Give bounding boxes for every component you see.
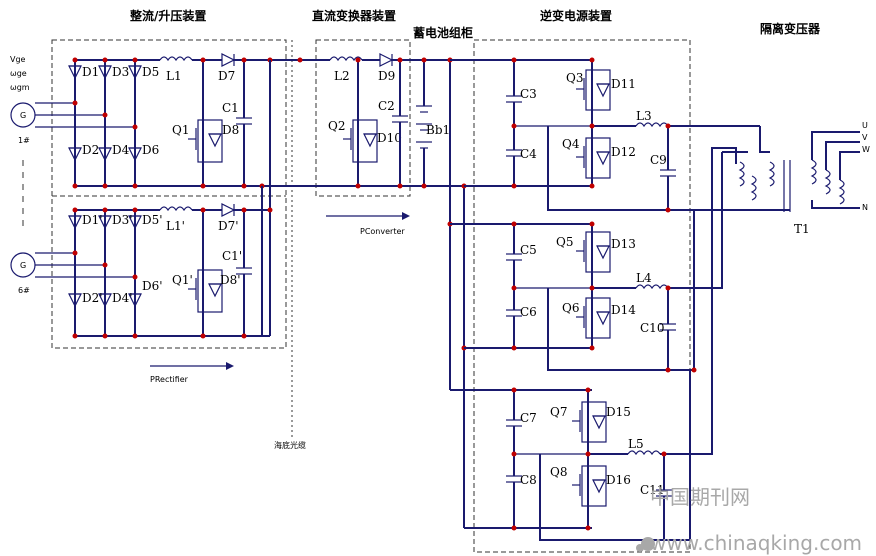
label-d15: D15 [606,405,631,419]
label-c11: C11 [640,483,664,497]
watermark-line2: www.chinaqking.com [650,531,862,555]
label-v: V [862,133,868,142]
label-d3: D3 [112,65,129,79]
label-c7: C7 [520,411,537,425]
isolation-transformer: T1 U V W N [711,121,870,236]
gen6-tag: 6# [18,286,30,295]
flow-arrowhead-converter [402,212,410,220]
label-d14: D14 [611,303,636,317]
rectifier-top: D1 D3 D5 D2 D4 D6 L1 D7 Q1 D8 C1 [68,53,300,189]
label-l3: L3 [636,109,652,123]
fiber-cable-label: 海底光缆 [274,440,306,450]
flow-arrowhead-rectifier [226,362,234,370]
gen-label-wge: ωge [10,69,27,78]
label-c5: C5 [520,243,537,257]
label-q6: Q6 [562,301,579,315]
watermark-line1: 中国期刊网 [650,485,750,509]
label-d2: D2 [82,143,99,157]
flow-label-rectifier: PRectifier [150,375,189,384]
label-q2: Q2 [328,119,345,133]
label-l4: L4 [636,271,652,285]
inverter-leg-3: C7 C8 Q7 D15 Q8 D16 L5 C11 [450,152,713,541]
label-c4: C4 [520,147,537,161]
label-d11: D11 [611,77,636,91]
label-l1p: L1' [166,219,185,233]
label-d16: D16 [606,473,631,487]
label-d2p: D2' [82,291,103,305]
label-d10: D10 [377,131,402,145]
label-d7p: D7' [218,219,239,233]
label-d9: D9 [378,69,395,83]
label-q7: Q7 [550,405,567,419]
label-d12: D12 [611,145,636,159]
battery-bank: Bb1 [416,57,450,189]
gen1-tag: 1# [18,136,30,145]
flow-label-converter: PConverter [360,227,405,236]
label-q5: Q5 [556,235,573,249]
label-d13: D13 [611,237,636,251]
inverter-leg-2: C5 C6 Q5 D13 Q6 D14 L4 C10 [450,152,723,373]
label-l2: L2 [334,69,350,83]
label-d3p: D3' [112,213,133,227]
generator-1: G 1# [10,102,135,145]
label-c10: C10 [640,321,664,335]
label-d4: D4 [112,143,130,157]
label-q1p: Q1' [172,273,193,287]
dc-converter-header: 直流变换器装置 [312,8,396,23]
label-c3: C3 [520,87,537,101]
label-bb1: Bb1 [426,123,450,137]
battery-header: 蓄电池组柜 [413,25,473,40]
label-d5p: D5' [142,213,163,227]
label-l1: L1 [166,69,182,83]
inverter-leg-1: C3 C4 Q3 D11 Q4 D12 L3 C9 [450,57,760,213]
label-c6: C6 [520,305,537,319]
label-c1p: C1' [222,249,242,263]
gen-label-vge: Vge [10,55,26,64]
transformer-header: 隔离变压器 [760,21,821,36]
label-d1p: D1' [82,213,103,227]
rectifier-bottom: D1' D3' D5' D2' D4' D6' L1' D7' Q1' D8' … [68,60,273,339]
gen1-symbol: G [20,111,26,120]
label-d4p: D4' [112,291,133,305]
label-d8: D8 [222,123,239,137]
label-c1: C1 [222,101,239,115]
label-n: N [862,203,868,212]
label-w: W [862,145,870,154]
inverter-frame [473,39,691,553]
label-c2: C2 [378,99,395,113]
rectifier-frame [51,39,287,349]
converter-frame [315,39,411,197]
label-q1: Q1 [172,123,189,137]
label-c9: C9 [650,153,667,167]
gen-label-wgm: ωgm [10,83,30,92]
inverter-header: 逆变电源装置 [540,8,612,23]
label-d6: D6 [142,143,159,157]
label-q3: Q3 [566,71,583,85]
label-q4: Q4 [562,137,580,151]
label-q8: Q8 [550,465,567,479]
gen6-symbol: G [20,261,26,270]
generator-6: G 6# [10,252,135,295]
label-t1: T1 [794,222,810,236]
dc-bus [447,57,467,528]
label-d6p: D6' [142,279,163,293]
label-d1: D1 [82,65,99,79]
rectifier-header: 整流/升压装置 [129,8,206,23]
label-d8p: D8' [220,273,241,287]
watermark-logo [636,537,655,552]
label-c8: C8 [520,473,537,487]
dc-converter: L2 D9 Q2 D10 C2 [297,53,520,189]
label-l5: L5 [628,437,644,451]
label-d5: D5 [142,65,159,79]
label-d7: D7 [218,69,235,83]
label-u: U [862,121,868,130]
